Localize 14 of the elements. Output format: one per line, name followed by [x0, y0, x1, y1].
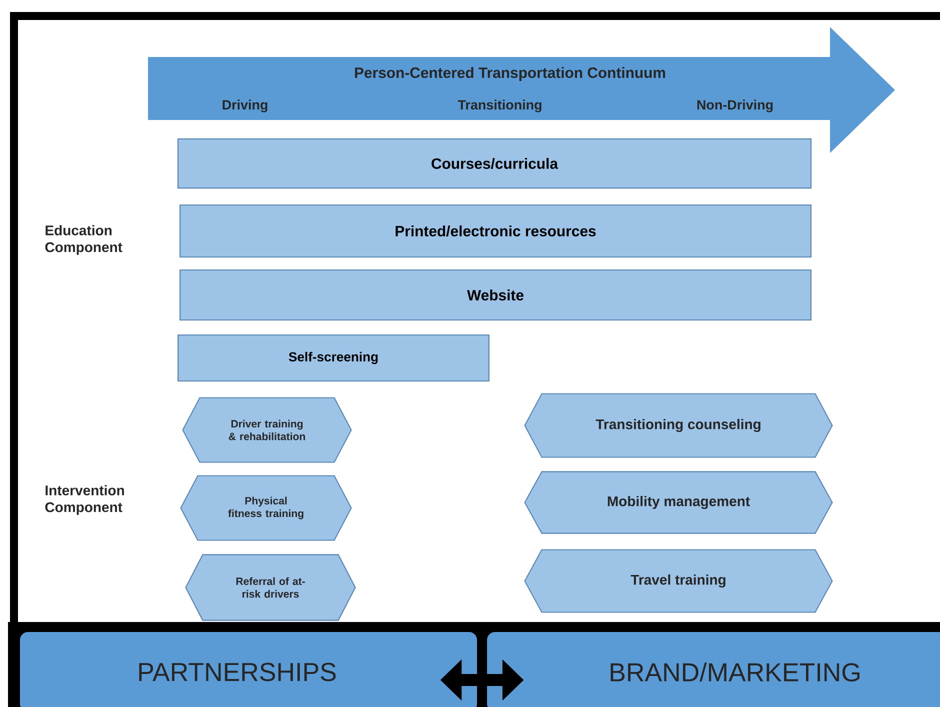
intervention-hexagon: Referral of at-risk drivers — [185, 554, 356, 621]
resource-box: Website — [180, 269, 812, 321]
component-panel: BRAND/MARKETING — [487, 632, 940, 707]
intervention-hexagon: Physical fitness training — [180, 475, 352, 541]
resource-box: Courses/curricula — [177, 138, 812, 189]
resource-box: Self-screening — [178, 334, 490, 382]
component-panel: PARTNERSHIPS — [20, 632, 478, 707]
component-label: Education Component — [45, 225, 122, 255]
intervention-hexagon: Travel training — [524, 549, 833, 613]
intervention-hexagon: Mobility management — [524, 471, 833, 534]
intervention-hexagon: Driver training & rehabilitation — [182, 397, 352, 463]
intervention-hexagon: Transitioning counseling — [524, 393, 833, 458]
resource-box: Printed/electronic resources — [180, 204, 812, 258]
component-label: Intervention Component — [45, 485, 124, 515]
